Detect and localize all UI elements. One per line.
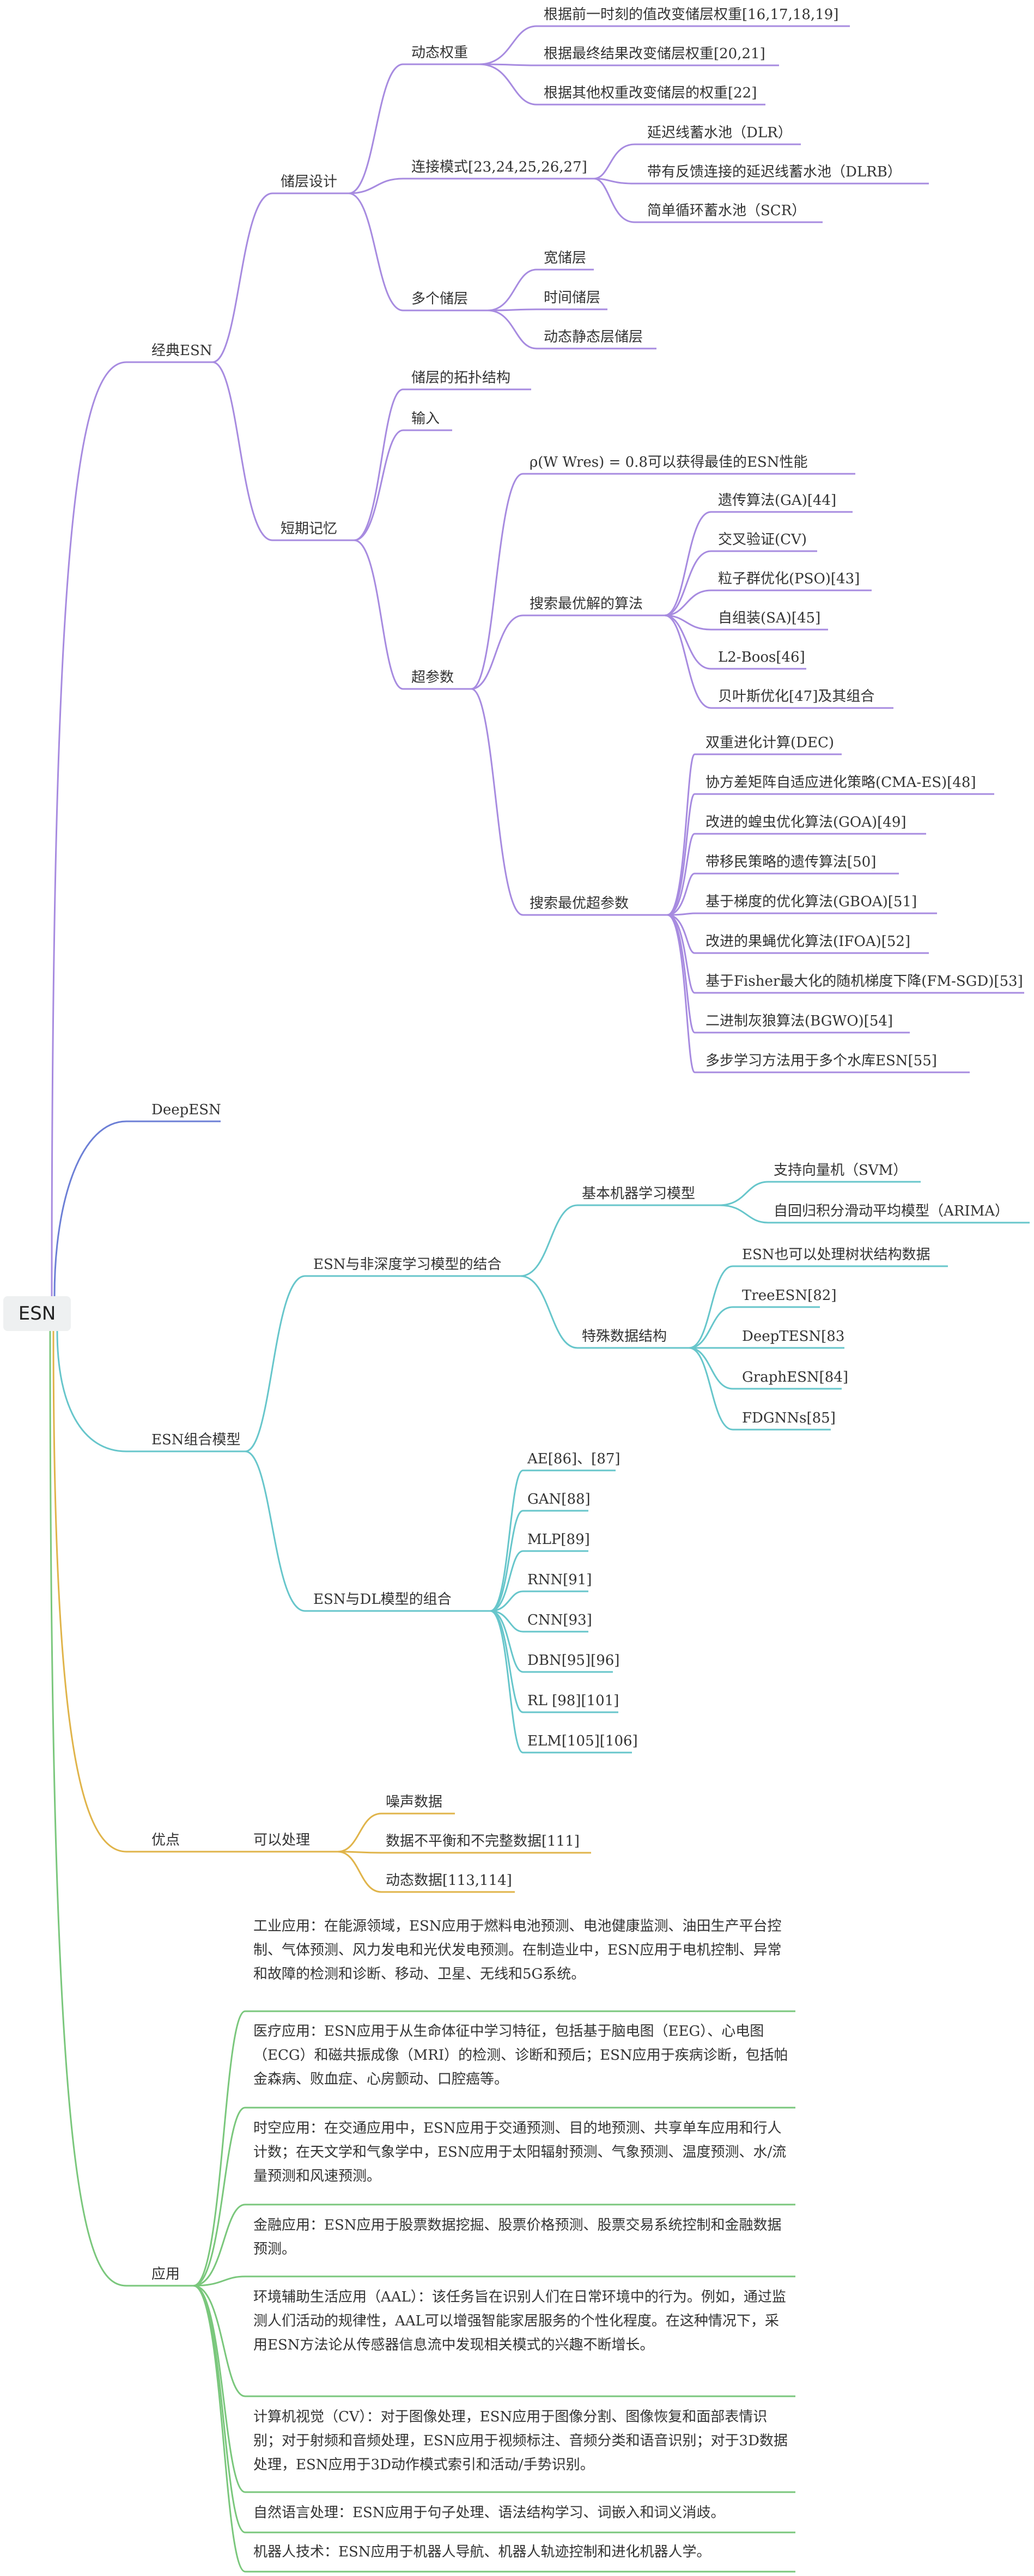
leaf-optimal-algo-1[interactable]: 交叉验证(CV) [718, 532, 807, 548]
node-esn-combo[interactable]: ESN组合模型 [151, 1432, 241, 1448]
leaf-optimal-algo-0[interactable]: 遗传算法(GA)[44] [718, 492, 837, 509]
leaf-handle-2[interactable]: 动态数据[113,114] [386, 1872, 512, 1889]
app-finance[interactable]: 金融应用：ESN应用于股票数据挖掘、股票价格预测、股票交易系统控制和金融数据预测… [253, 2217, 782, 2257]
leaf-dynamic-weights-2[interactable]: 根据其他权重改变储层的权重[22] [544, 85, 757, 101]
leaf-handle-0[interactable]: 噪声数据 [386, 1794, 443, 1810]
leaf-optimal-params-4[interactable]: 基于梯度的优化算法(GBOA)[51] [705, 894, 917, 910]
leaf-multi-layer-0[interactable]: 宽储层 [544, 250, 587, 266]
leaf-optimal-algo-3[interactable]: 自组装(SA)[45] [718, 610, 821, 626]
link-root-adv [52, 1330, 183, 1853]
node-non-deep[interactable]: ESN与非深度学习模型的结合 [313, 1256, 502, 1273]
leaf-dl-7[interactable]: ELM[105][106] [527, 1733, 638, 1749]
leaf-optimal-params-6[interactable]: 基于Fisher最大化的随机梯度下降(FM-SGD)[53] [705, 973, 1023, 990]
leaf-optimal-params-8[interactable]: 多步学习方法用于多个水库ESN[55] [705, 1053, 937, 1069]
adv-links [183, 1812, 591, 1893]
leaf-optimal-algo-4[interactable]: L2-Boos[46] [718, 649, 805, 666]
node-classic-esn[interactable]: 经典ESN [151, 343, 212, 359]
leaf-special-0[interactable]: ESN也可以处理树状结构数据 [742, 1247, 930, 1263]
node-can-handle[interactable]: 可以处理 [253, 1832, 311, 1848]
root-node[interactable]: ESN [3, 1296, 71, 1331]
leaf-special-1[interactable]: TreeESN[82] [742, 1287, 837, 1304]
leaf-optimal-algo-5[interactable]: 贝叶斯优化[47]及其组合 [718, 688, 875, 705]
leaf-basic-ml-0[interactable]: 支持向量机（SVM） [774, 1162, 908, 1179]
link-root-apps [49, 1330, 193, 2287]
leaf-topology[interactable]: 储层的拓扑结构 [411, 370, 511, 386]
link-root-deep [53, 1120, 221, 1297]
leaf-dl-0[interactable]: AE[86]、[87] [527, 1451, 621, 1467]
leaf-dl-4[interactable]: CNN[93] [527, 1612, 592, 1628]
node-basic-ml[interactable]: 基本机器学习模型 [582, 1186, 696, 1202]
app-medical[interactable]: 医疗应用：ESN应用于从生命体征中学习特征，包括基于脑电图（EEG）、心电图（E… [253, 2023, 788, 2087]
node-applications[interactable]: 应用 [151, 2266, 180, 2282]
leaf-multi-layer-1[interactable]: 时间储层 [544, 290, 601, 306]
leaf-rho[interactable]: ρ(W Wres) = 0.8可以获得最佳的ESN性能 [530, 454, 808, 471]
combo-links [245, 1181, 1030, 1754]
leaf-special-2[interactable]: DeepTESN[83 [742, 1328, 845, 1345]
leaf-dl-3[interactable]: RNN[91] [527, 1572, 592, 1588]
app-spatiotemporal[interactable]: 时空应用：在交通应用中，ESN应用于交通预测、目的地预测、共享单车应用和行人计数… [253, 2120, 787, 2184]
apps-links [193, 2010, 795, 2573]
node-connection-mode[interactable]: 连接模式[23,24,25,26,27] [411, 159, 587, 175]
leaf-optimal-params-5[interactable]: 改进的果蝇优化算法(IFOA)[52] [705, 933, 911, 950]
leaf-special-3[interactable]: GraphESN[84] [742, 1369, 848, 1385]
node-reservoir-design[interactable]: 储层设计 [281, 174, 338, 190]
node-optimal-params[interactable]: 搜索最优超参数 [530, 895, 629, 912]
leaf-dl-6[interactable]: RL [98][101] [527, 1693, 619, 1709]
link-root-classic [51, 361, 212, 1297]
leaf-optimal-params-7[interactable]: 二进制灰狼算法(BGWO)[54] [705, 1013, 893, 1029]
node-special-data[interactable]: 特殊数据结构 [582, 1328, 667, 1345]
leaf-dl-2[interactable]: MLP[89] [527, 1531, 590, 1548]
leaf-optimal-params-1[interactable]: 协方差矩阵自适应进化策略(CMA-ES)[48] [705, 774, 976, 791]
leaf-dynamic-weights-0[interactable]: 根据前一时刻的值改变储层权重[16,17,18,19] [544, 7, 839, 23]
leaf-input[interactable]: 输入 [411, 411, 440, 427]
node-dynamic-weights[interactable]: 动态权重 [411, 45, 469, 61]
app-industrial[interactable]: 工业应用：在能源领域，ESN应用于燃料电池预测、电池健康监测、油田生产平台控制、… [253, 1918, 782, 1982]
leaf-dynamic-weights-1[interactable]: 根据最终结果改变储层权重[20,21] [544, 46, 765, 62]
leaf-connection-mode-1[interactable]: 带有反馈连接的延迟线蓄水池（DLRB） [647, 164, 902, 180]
classic-links [212, 25, 1024, 1073]
node-esn-dl[interactable]: ESN与DL模型的组合 [313, 1591, 452, 1608]
node-multi-layer[interactable]: 多个储层 [411, 291, 469, 307]
leaf-dl-1[interactable]: GAN[88] [527, 1491, 591, 1507]
leaf-optimal-params-2[interactable]: 改进的蝗虫优化算法(GOA)[49] [705, 814, 907, 831]
root-branches [49, 361, 245, 2287]
node-hyperparams[interactable]: 超参数 [411, 669, 454, 686]
node-advantages[interactable]: 优点 [151, 1832, 180, 1848]
leaf-optimal-algo-2[interactable]: 粒子群优化(PSO)[43] [718, 571, 860, 587]
app-computer-vision[interactable]: 计算机视觉（CV）：对于图像处理，ESN应用于图像分割、图像恢复和面部表情识别；… [253, 2409, 788, 2473]
node-short-memory[interactable]: 短期记忆 [281, 521, 338, 537]
node-deep-esn[interactable]: DeepESN [151, 1102, 221, 1118]
leaf-optimal-params-0[interactable]: 双重进化计算(DEC) [705, 735, 835, 751]
node-optimal-algo[interactable]: 搜索最优解的算法 [530, 596, 643, 612]
app-robotics[interactable]: 机器人技术：ESN应用于机器人导航、机器人轨迹控制和进化机器人学。 [253, 2544, 711, 2560]
leaf-handle-1[interactable]: 数据不平衡和不完整数据[111] [386, 1833, 580, 1849]
leaf-dl-5[interactable]: DBN[95][96] [527, 1652, 620, 1669]
app-aal[interactable]: 环境辅助生活应用（AAL）：该任务旨在识别人们在日常环境中的行为。例如，通过监测… [253, 2289, 786, 2353]
leaf-special-4[interactable]: FDGNNs[85] [742, 1410, 836, 1426]
leaf-connection-mode-2[interactable]: 简单循环蓄水池（SCR） [647, 203, 806, 219]
leaf-multi-layer-2[interactable]: 动态静态层储层 [544, 329, 643, 345]
link-root-combo [56, 1330, 245, 1452]
app-nlp[interactable]: 自然语言处理：ESN应用于句子处理、语法结构学习、词嵌入和词义消歧。 [253, 2505, 725, 2521]
leaf-connection-mode-0[interactable]: 延迟线蓄水池（DLR） [647, 125, 792, 141]
leaf-optimal-params-3[interactable]: 带移民策略的遗传算法[50] [705, 854, 877, 870]
leaf-basic-ml-1[interactable]: 自回归积分滑动平均模型（ARIMA） [774, 1203, 1009, 1219]
